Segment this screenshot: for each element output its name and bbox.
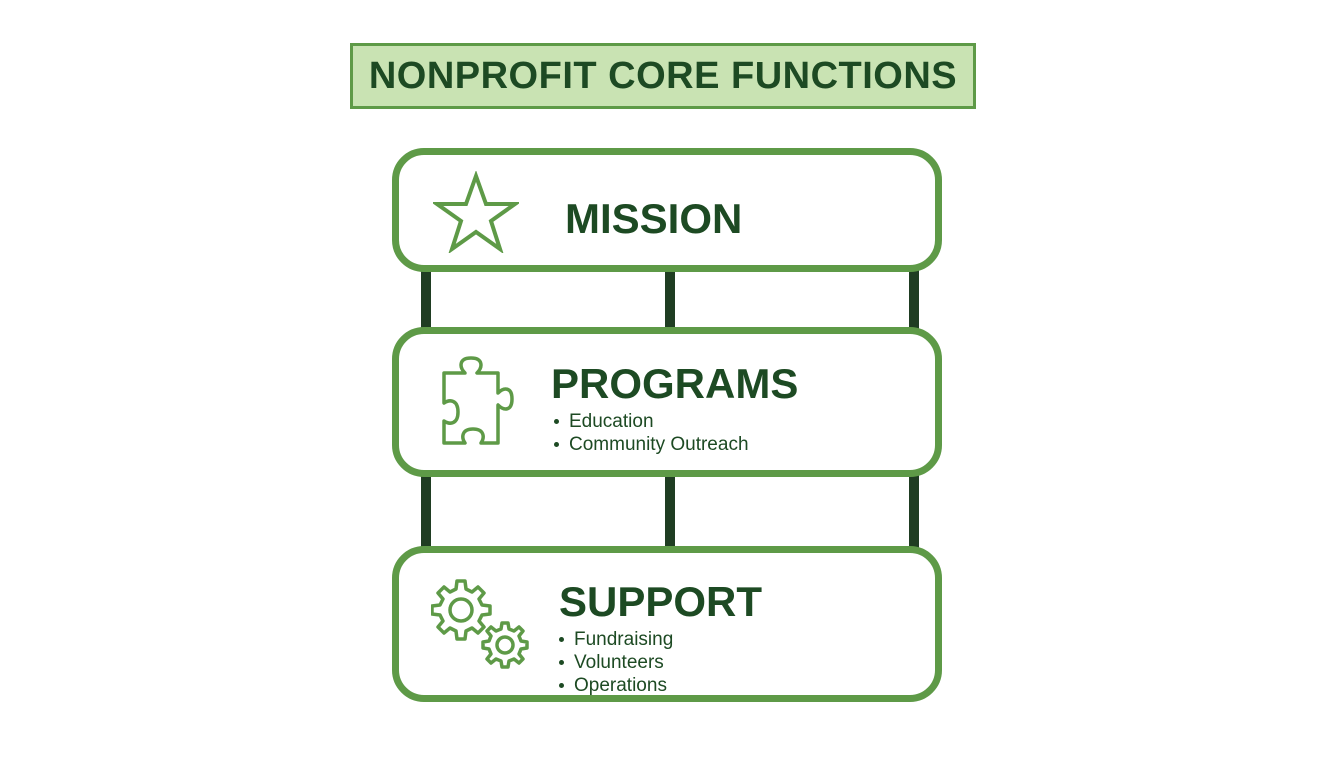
bullet-dot	[554, 419, 559, 424]
bullet-dot	[559, 683, 564, 688]
support-item-fundraising: Fundraising	[574, 629, 674, 650]
connector-center-1	[665, 270, 675, 330]
gears-icon	[431, 577, 531, 669]
support-card: SUPPORT Fundraising Volunteers Operation…	[392, 546, 942, 702]
list-item: Community Outreach	[554, 433, 749, 456]
mission-heading: MISSION	[565, 195, 743, 242]
programs-card: PROGRAMS Education Community Outreach	[392, 327, 942, 477]
bullet-dot	[559, 637, 564, 642]
programs-item-education: Education	[569, 411, 654, 432]
bullet-dot	[559, 660, 564, 665]
support-list: Fundraising Volunteers Operations	[559, 628, 673, 697]
connector-left-2	[421, 475, 431, 549]
support-item-volunteers: Volunteers	[574, 652, 664, 673]
connector-right-1	[909, 270, 919, 330]
list-item: Volunteers	[559, 651, 673, 674]
title-banner: NONPROFIT CORE FUNCTIONS	[350, 43, 976, 109]
support-item-operations: Operations	[574, 675, 667, 696]
connector-center-2	[665, 475, 675, 549]
support-heading: SUPPORT	[559, 578, 763, 625]
puzzle-piece-icon	[439, 355, 515, 449]
list-item: Fundraising	[559, 628, 673, 651]
programs-list: Education Community Outreach	[554, 410, 749, 456]
programs-item-community-outreach: Community Outreach	[569, 434, 749, 455]
connector-left-1	[421, 270, 431, 330]
diagram-title: NONPROFIT CORE FUNCTIONS	[368, 54, 958, 97]
star-icon	[433, 171, 519, 253]
bullet-dot	[554, 442, 559, 447]
list-item: Operations	[559, 674, 673, 697]
mission-card: MISSION	[392, 148, 942, 272]
connector-right-2	[909, 475, 919, 549]
programs-heading: PROGRAMS	[551, 360, 799, 407]
list-item: Education	[554, 410, 749, 433]
